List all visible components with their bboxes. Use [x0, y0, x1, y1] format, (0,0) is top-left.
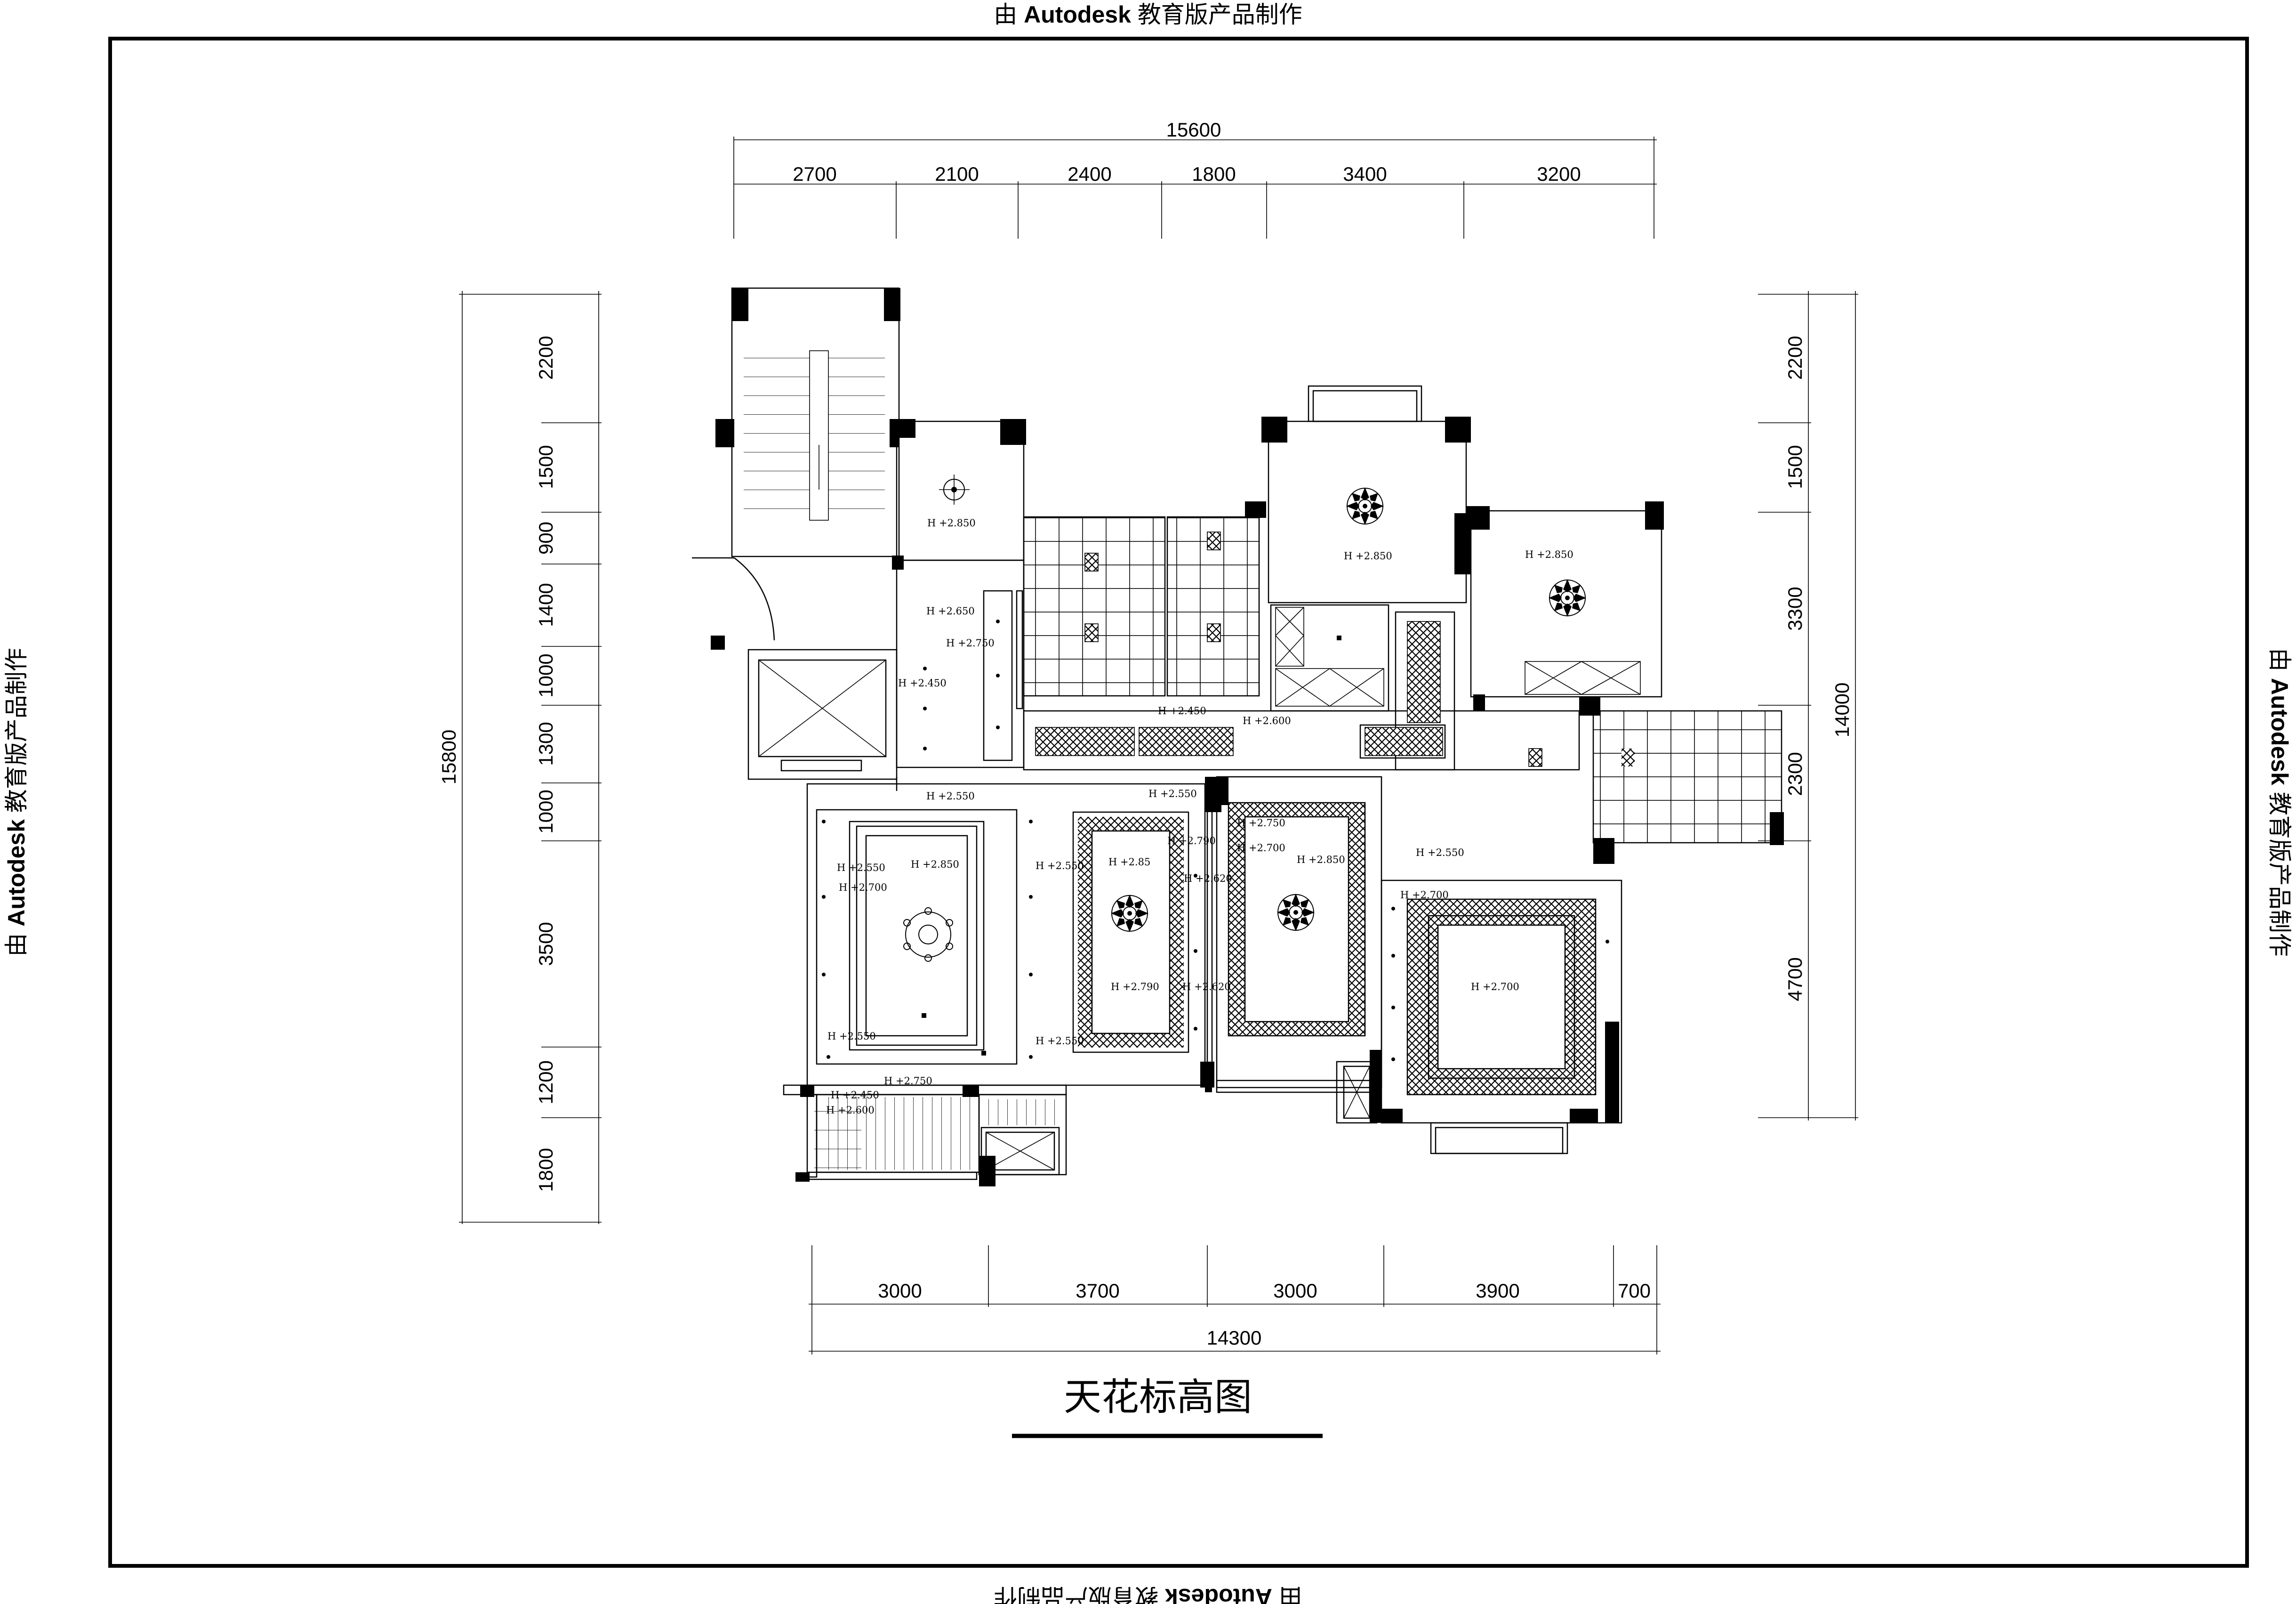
dim-left-6: 1300 — [535, 722, 557, 766]
dim-left-8: 3500 — [535, 922, 557, 966]
watermark-right: 由 Autodesk 教育版产品制作 — [2266, 648, 2293, 957]
dim-right-3: 3300 — [1784, 587, 1806, 630]
dimension-left: 15800 2200 1500 900 1400 1000 1300 1000 … — [438, 291, 602, 1224]
level-label: H +2.550 — [827, 1031, 876, 1042]
level-label: H +2.700 — [1237, 842, 1285, 854]
level-label: H +2.620 — [1182, 981, 1231, 992]
level-label: H +2.650 — [926, 605, 975, 617]
level-label: H +2.550 — [1036, 860, 1084, 871]
level-label: H +2.600 — [826, 1104, 875, 1116]
dim-left-total: 15800 — [438, 730, 460, 785]
level-label: H +2.700 — [1400, 889, 1449, 901]
bedroom-bottom-right — [1205, 879, 1622, 1154]
stairwell — [715, 287, 900, 557]
level-label: H +2.550 — [1036, 1035, 1084, 1047]
level-label: H +2.550 — [837, 862, 885, 873]
dim-top-3: 2400 — [1068, 163, 1111, 185]
dim-left-2: 1500 — [535, 445, 557, 489]
corridor — [896, 559, 1025, 791]
dim-bottom-5: 700 — [1618, 1280, 1651, 1302]
master-bedroom — [1205, 776, 1382, 1093]
dim-bottom-3: 3000 — [1273, 1280, 1317, 1302]
dim-left-5: 1000 — [535, 653, 557, 697]
dim-bottom-total: 14300 — [1207, 1327, 1262, 1349]
dim-left-9: 1200 — [535, 1060, 557, 1104]
level-label: H +2.850 — [1525, 549, 1573, 560]
wardrobe-block — [1270, 604, 1389, 712]
level-label: H +2.550 — [1416, 847, 1464, 858]
drawing-title: 天花标高图 — [1064, 1375, 1252, 1419]
level-label: H +2.450 — [831, 1089, 879, 1101]
dim-top-6: 3200 — [1537, 163, 1581, 185]
dim-right-4: 2300 — [1784, 752, 1806, 796]
sheet-border — [108, 37, 2249, 1568]
dim-bottom-2: 3700 — [1076, 1280, 1119, 1302]
fret-cove-l — [1023, 611, 1580, 771]
dim-top-5: 3400 — [1343, 163, 1387, 185]
tiled-room-right — [1166, 501, 1266, 697]
level-label: H +2.790 — [1167, 835, 1216, 846]
dim-bottom-1: 3000 — [878, 1280, 922, 1302]
dim-right-total: 14000 — [1831, 683, 1853, 738]
tiled-room-left — [1023, 516, 1166, 697]
room-foyer-top — [892, 419, 1026, 570]
bedroom-top-center — [1261, 385, 1471, 604]
floor-plan — [692, 287, 1784, 1186]
dim-left-7: 1000 — [535, 790, 557, 833]
level-label: H +2.620 — [1184, 873, 1232, 884]
dining-room — [1072, 783, 1213, 1086]
dimension-top: 15600 2700 2100 2400 1800 3400 3200 — [733, 119, 1657, 239]
entry-door-swing — [692, 557, 775, 641]
bedroom-top-right — [1466, 501, 1664, 711]
level-label: H +2.750 — [946, 637, 995, 649]
dim-top-4: 1800 — [1192, 163, 1236, 185]
level-label: H +2.450 — [898, 677, 947, 689]
level-label: H +2.750 — [1237, 817, 1285, 829]
level-label: H +2.700 — [1471, 981, 1519, 992]
dim-top-1: 2700 — [793, 163, 836, 185]
elevator — [747, 649, 898, 780]
dim-top-2: 2100 — [935, 163, 979, 185]
level-label: H +2.600 — [1243, 715, 1291, 726]
level-label: H +2.850 — [911, 859, 959, 870]
watermark-bottom: 由 Autodesk 教育版产品制作 — [994, 1584, 1302, 1604]
level-label: H +2.550 — [926, 790, 975, 802]
level-label: H +2.790 — [1111, 981, 1159, 992]
level-label: H +2.700 — [839, 882, 887, 893]
level-label: H +2.550 — [1148, 788, 1197, 799]
dimension-bottom: 3000 3700 3000 3900 700 14300 — [809, 1245, 1661, 1354]
dimension-right: 2200 1500 3300 2300 4700 14000 — [1758, 291, 1858, 1120]
elevation-labels: H +2.850 H +2.650 H +2.750 H +2.450 H +2… — [826, 517, 1573, 1116]
dim-left-4: 1400 — [535, 583, 557, 627]
level-label: H +2.450 — [1158, 705, 1206, 717]
dim-right-5: 4700 — [1784, 957, 1806, 1001]
dim-left-1: 2200 — [535, 336, 557, 379]
dim-right-1: 2200 — [1784, 336, 1806, 379]
living-room — [806, 777, 1228, 1088]
dim-top-total: 15600 — [1166, 119, 1221, 141]
dim-left-3: 900 — [535, 522, 557, 555]
level-label: H +2.850 — [1297, 854, 1345, 865]
dim-left-10: 1800 — [535, 1148, 557, 1192]
watermark-top: 由 Autodesk 教育版产品制作 — [994, 1, 1302, 28]
level-label: H +2.750 — [884, 1075, 932, 1087]
watermark-left: 由 Autodesk 教育版产品制作 — [3, 648, 30, 957]
dim-bottom-4: 3900 — [1476, 1280, 1519, 1302]
dim-right-2: 1500 — [1784, 445, 1806, 489]
balcony-bottom — [783, 1084, 1067, 1186]
level-label: H +2.85 — [1108, 856, 1150, 868]
level-label: H +2.850 — [1344, 550, 1392, 562]
level-label: H +2.850 — [927, 517, 976, 529]
tiled-bath-right — [1528, 697, 1784, 864]
